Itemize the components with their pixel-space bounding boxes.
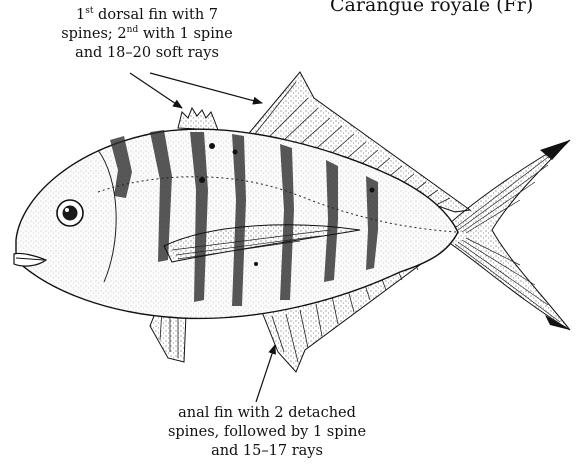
eye — [57, 200, 83, 226]
caudal-fin — [448, 140, 570, 330]
first-dorsal-fin — [178, 108, 218, 130]
anal-fin-arrow — [256, 345, 275, 402]
dorsal-arrow-2 — [150, 73, 262, 103]
dorsal-arrow-1 — [130, 73, 182, 108]
